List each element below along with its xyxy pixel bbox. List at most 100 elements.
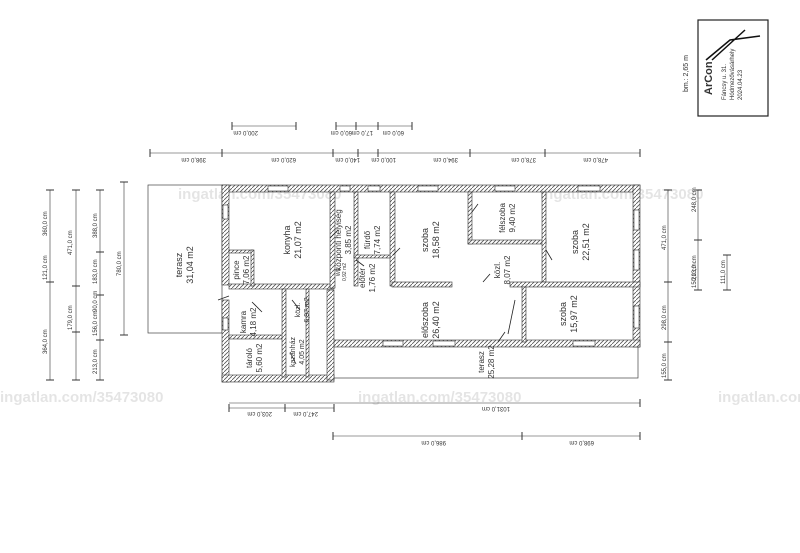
room-area: 4,05 m2 xyxy=(299,339,306,364)
room-area: 1,76 m2 xyxy=(368,263,377,292)
dimension-labels-top: 200,0 cm 60,0 cm 17,0 cm 60,0 cm 398,0 c… xyxy=(181,129,608,162)
dim-label: 247,0 cm xyxy=(293,410,318,416)
room-furdo: fürdő 7,74 m2 xyxy=(363,225,382,254)
room-wc: WC 0,92 m2 xyxy=(336,263,348,281)
room-area: 31,04 m2 xyxy=(185,246,195,284)
dim-label: 121,0 cm xyxy=(43,255,49,280)
dim-label: 200,0 cm xyxy=(233,129,258,135)
room-area: 0,92 m2 xyxy=(342,263,348,281)
dim-label: 398,0 cm xyxy=(181,156,206,162)
room-kazanhaz: kazánház 4,05 m2 xyxy=(290,337,306,367)
room-szoba-3: szoba 15,97 m2 xyxy=(558,295,579,333)
room-tarolo: tároló 5,60 m2 xyxy=(245,343,264,372)
dim-label: 478,0 cm xyxy=(583,156,608,162)
dim-label: 364,0 cm xyxy=(43,329,49,354)
room-name: központi helyiség xyxy=(334,209,343,270)
room-area: 3,85 m2 xyxy=(344,225,353,254)
dim-label: 986,0 cm xyxy=(421,439,446,445)
room-name: közl. xyxy=(493,262,502,278)
dim-label: 388,0 cm xyxy=(93,213,99,238)
dim-label: 156,0 cm xyxy=(93,311,99,336)
stamp-logo-mark xyxy=(705,29,761,61)
room-area: 5,60 m2 xyxy=(255,343,264,372)
dim-label: 179,0 cm xyxy=(68,305,74,330)
room-kozl-1: közl. 8,07 m2 xyxy=(493,255,512,284)
dim-label: 100,0 cm xyxy=(371,156,396,162)
room-name: kamra xyxy=(239,310,248,333)
dim-label: 111,0 cm xyxy=(721,260,727,284)
stamp-date: 2024.04.23 xyxy=(738,69,744,100)
dim-label: 394,0 cm xyxy=(433,156,458,162)
room-eloszoba: előszoba 26,40 m2 xyxy=(420,301,441,339)
dimension-labels-left: 360,0 cm 471,0 cm 388,0 cm 780,0 cm 121,… xyxy=(43,211,123,374)
room-pince: pince 7,06 m2 xyxy=(232,255,251,284)
room-name: terasz xyxy=(174,252,184,277)
room-area: 22,51 m2 xyxy=(581,223,591,261)
room-konyha: konyha 21,07 m2 xyxy=(282,221,303,259)
room-kozponti-helyiseg: központi helyiség 3,85 m2 xyxy=(334,209,353,270)
room-area: 6,97 m2 xyxy=(304,297,311,322)
room-labels: terasz 31,04 m2 konyha 21,07 m2 pince 7,… xyxy=(174,203,591,379)
room-area: 21,07 m2 xyxy=(293,221,303,259)
stamp-logo: ArCon xyxy=(703,61,715,95)
dim-label: 203,0 cm xyxy=(247,410,272,416)
dimensions-top xyxy=(149,122,641,157)
watermark: ingatlan.com/35473080 xyxy=(0,389,163,406)
windows xyxy=(222,185,640,347)
dim-label: 471,0 cm xyxy=(662,225,668,250)
dimension-labels-bottom: 203,0 cm 247,0 cm 1031,0 cm 986,0 cm 698… xyxy=(247,405,594,445)
dim-label: 90,0 cm xyxy=(93,291,99,312)
dim-label: 360,0 cm xyxy=(43,211,49,236)
room-felszoba: félszoba 9,40 m2 xyxy=(498,203,517,233)
dim-label: 1031,0 cm xyxy=(482,405,510,411)
room-name: kazánház xyxy=(290,337,297,367)
dim-label: 60,0 cm xyxy=(331,129,352,135)
watermark: ingatlan.com/35473080 xyxy=(718,389,800,406)
room-area: 9,40 m2 xyxy=(508,203,517,232)
dimensions-left xyxy=(46,181,128,381)
room-name: előszoba xyxy=(420,302,430,338)
room-name: fürdő xyxy=(363,230,372,249)
room-name: konyha xyxy=(282,225,292,254)
room-szoba-1: szoba 18,58 m2 xyxy=(420,221,441,259)
room-area: 8,07 m2 xyxy=(503,255,512,284)
room-area: 4,18 m2 xyxy=(249,307,258,336)
dim-label: 620,0 cm xyxy=(271,156,296,162)
room-name: szoba xyxy=(570,230,580,254)
dim-label: 17,0 cm xyxy=(352,129,373,135)
door-swings xyxy=(217,203,553,365)
watermark: ingatlan.com/35473080 xyxy=(358,389,521,406)
room-kozl-2: közl. 6,97 m2 xyxy=(295,297,311,322)
architect-stamp: ArCon Fáncsy u. 31. Hódmezővásárhely 202… xyxy=(697,19,769,117)
interior-walls xyxy=(228,191,641,378)
dim-label: 140,0 cm xyxy=(335,156,360,162)
dim-label: 150,0 cm xyxy=(692,263,698,288)
dim-label: 698,0 cm xyxy=(569,439,594,445)
room-terasz-south: terasz 25,28 m2 xyxy=(477,345,496,379)
room-name: félszoba xyxy=(498,203,507,233)
room-eloter: előtér 1,76 m2 xyxy=(358,263,377,292)
room-terasz-west: terasz 31,04 m2 xyxy=(174,246,195,284)
room-kamra: kamra 4,18 m2 xyxy=(239,307,258,336)
room-name: közl. xyxy=(295,303,302,317)
room-area: 7,06 m2 xyxy=(242,255,251,284)
ceiling-height-note: bm.: 2,65 m xyxy=(683,55,690,92)
dim-label: 213,0 cm xyxy=(93,349,99,374)
dim-label: 378,0 cm xyxy=(511,156,536,162)
room-area: 25,28 m2 xyxy=(487,345,496,379)
room-name: előtér xyxy=(358,268,367,288)
dim-label: 213,0 cm xyxy=(692,255,698,280)
dimensions-bottom xyxy=(228,399,641,440)
dim-label: 471,0 cm xyxy=(68,230,74,255)
dim-label: 248,0 cm xyxy=(692,187,698,212)
room-area: 18,58 m2 xyxy=(431,221,441,259)
stamp-address-1: Fáncsy u. 31. xyxy=(722,64,728,100)
stamp-address-2: Hódmezővásárhely xyxy=(730,49,736,100)
room-area: 26,40 m2 xyxy=(431,301,441,339)
room-name: tároló xyxy=(245,347,254,368)
room-szoba-2: szoba 22,51 m2 xyxy=(570,223,591,261)
room-name: WC xyxy=(336,267,342,276)
room-name: szoba xyxy=(420,228,430,252)
dim-label: 155,0 cm xyxy=(662,353,668,378)
